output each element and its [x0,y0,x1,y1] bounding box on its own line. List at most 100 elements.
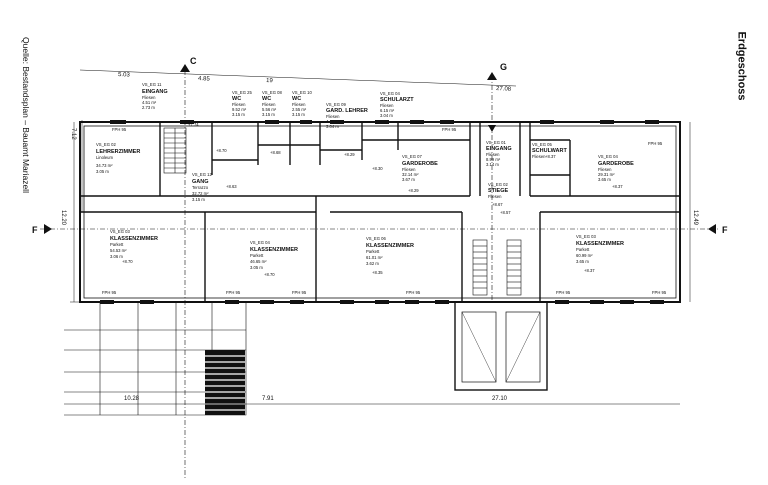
svg-text:VS_EG 08: VS_EG 08 [262,90,282,95]
dimension-text: 5.03 [118,72,131,79]
room-label: VS_EG 06 KLASSENZIMMER Parkett 61.01 m² … [366,236,414,266]
svg-text:Fliesen: Fliesen [142,95,156,100]
svg-text:3.67 m: 3.67 m [402,177,415,182]
svg-text:4.44 m²: 4.44 m² [326,119,341,124]
svg-text:3.04 m: 3.04 m [326,124,339,129]
svg-text:GARDEROBE: GARDEROBE [598,161,634,167]
svg-text:3.05 m: 3.05 m [250,265,263,270]
svg-text:3.65 m: 3.65 m [598,177,611,182]
svg-text:3.04 m: 3.04 m [380,113,393,118]
room-label: VS_EG 08 WC Fliesen 5.56 m² 3.15 m [262,90,282,117]
svg-text:WC: WC [292,96,301,102]
svg-text:3.65 m: 3.65 m [576,259,589,264]
svg-text:EINGANG: EINGANG [486,146,512,152]
svg-text:Fliesen: Fliesen [486,152,500,157]
svg-text:Fliesen: Fliesen [402,167,416,172]
dimension-text: 7.12 [70,128,76,140]
window-label: FPH 95 [556,290,571,295]
svg-text:46.65 m²: 46.65 m² [250,259,267,264]
svg-text:Fliesen: Fliesen [488,194,502,199]
svg-text:VS_EG 11: VS_EG 11 [142,82,162,87]
svg-text:3.15 m: 3.15 m [262,112,275,117]
svg-text:Fliesen: Fliesen [292,102,306,107]
svg-text:SCHULWART: SCHULWART [532,148,567,154]
svg-text:Fliesen: Fliesen [326,114,340,119]
svg-text:VS_EG 09: VS_EG 09 [326,102,346,107]
svg-text:WC: WC [232,96,241,102]
svg-text:KLASSENZIMMER: KLASSENZIMMER [110,236,158,242]
svg-text:VS_EG 10: VS_EG 10 [292,90,312,95]
window-marks [100,120,664,304]
svg-text:Parkett: Parkett [576,247,590,252]
window-label: FPH 95 [406,290,421,295]
window-label: FPH 95 [648,141,663,146]
level-marker: +8.70 [216,148,227,153]
lower-annex [454,301,548,391]
stairs [163,127,522,296]
svg-text:VS_EG 12: VS_EG 12 [192,172,212,177]
svg-text:VS_EG 02: VS_EG 02 [96,142,116,147]
svg-text:Parkett: Parkett [110,242,124,247]
level-marker: +8.37 [612,184,623,189]
svg-text:8.99 m²: 8.99 m² [486,157,501,162]
svg-text:3.06 m: 3.06 m [110,254,123,259]
svg-text:29.31 m²: 29.31 m² [598,172,615,177]
level-marker: +7.74 [188,122,199,127]
svg-text:2.55 m²: 2.55 m² [292,107,307,112]
svg-text:9.52 m²: 9.52 m² [232,107,247,112]
svg-text:VS_EG 02: VS_EG 02 [488,182,508,187]
room-label: VS_EG 09 GARD. LEHRER Fliesen 4.44 m² 3.… [326,102,368,129]
svg-text:VS_EG 03: VS_EG 03 [576,234,596,239]
svg-text:VS_EG 04: VS_EG 04 [598,154,618,159]
svg-text:KLASSENZIMMER: KLASSENZIMMER [250,247,298,253]
window-label: FPH 95 [112,127,127,132]
room-label: VS_EG 04 KLASSENZIMMER Parkett 46.65 m² … [250,240,298,270]
svg-text:32.14 m²: 32.14 m² [402,172,419,177]
svg-text:VS_EG 07: VS_EG 07 [402,154,422,159]
terrace-steps [205,350,245,415]
window-label: FPH 95 [102,290,117,295]
dimension-text: 19 [266,78,274,84]
svg-text:Fliesen: Fliesen [532,154,546,159]
level-marker: +8.67 [492,202,503,207]
svg-text:VS_EG 04: VS_EG 04 [380,91,400,96]
svg-text:Terrazzo: Terrazzo [192,185,209,190]
svg-text:KLASSENZIMMER: KLASSENZIMMER [576,241,624,247]
svg-text:Fliesen: Fliesen [232,102,246,107]
level-marker: +8.57 [500,210,511,215]
level-marker: +8.30 [372,166,383,171]
svg-text:3.15 m: 3.15 m [232,112,245,117]
dimension-lines [64,69,691,405]
svg-text:SCHULARZT: SCHULARZT [380,97,414,103]
level-marker: +8.70 [264,272,275,277]
svg-text:3.62 m: 3.62 m [366,261,379,266]
svg-text:4.51 m²: 4.51 m² [142,100,157,105]
section-lines [40,70,720,480]
svg-text:EINGANG: EINGANG [142,89,168,95]
window-label: FPH 95 [442,127,457,132]
svg-text:Parkett: Parkett [366,249,380,254]
drawing-title: Erdgeschoss [735,31,748,101]
level-marker: +8.63 [226,184,237,189]
svg-text:KLASSENZIMMER: KLASSENZIMMER [366,243,414,249]
svg-text:STIEGE: STIEGE [488,188,509,194]
level-markers: +7.74 +8.70 +8.63 +8.68 +8.29 +8.29 +8.3… [122,122,623,277]
room-label: VS_EG 03 KLASSENZIMMER Parkett 54.53 m² … [110,229,158,259]
svg-text:Fliesen: Fliesen [262,102,276,107]
svg-text:54.53 m²: 54.53 m² [110,248,127,253]
level-marker: +8.68 [270,150,281,155]
level-marker: +8.29 [408,188,419,193]
room-label: VS_EG 04 GARDEROBE Fliesen 29.31 m² 3.65… [598,154,634,182]
room-label: VS_EG 03 KLASSENZIMMER Parkett 60.99 m² … [576,234,624,264]
svg-text:32.72 m²: 32.72 m² [192,191,209,196]
room-label: VS_EG 01 EINGANG Fliesen 8.99 m² 3.14 m [486,140,512,167]
svg-text:Fliesen: Fliesen [598,167,612,172]
level-marker: +8.70 [122,259,133,264]
dimension-text: 10.28 [124,396,140,402]
svg-text:34.73 m²: 34.73 m² [96,163,113,168]
level-marker: +8.37 [545,154,556,159]
svg-text:61.01 m²: 61.01 m² [366,255,383,260]
window-label: FPH 95 [226,290,241,295]
level-marker: +8.29 [344,152,355,157]
svg-text:VS_EG 05: VS_EG 05 [532,142,552,147]
